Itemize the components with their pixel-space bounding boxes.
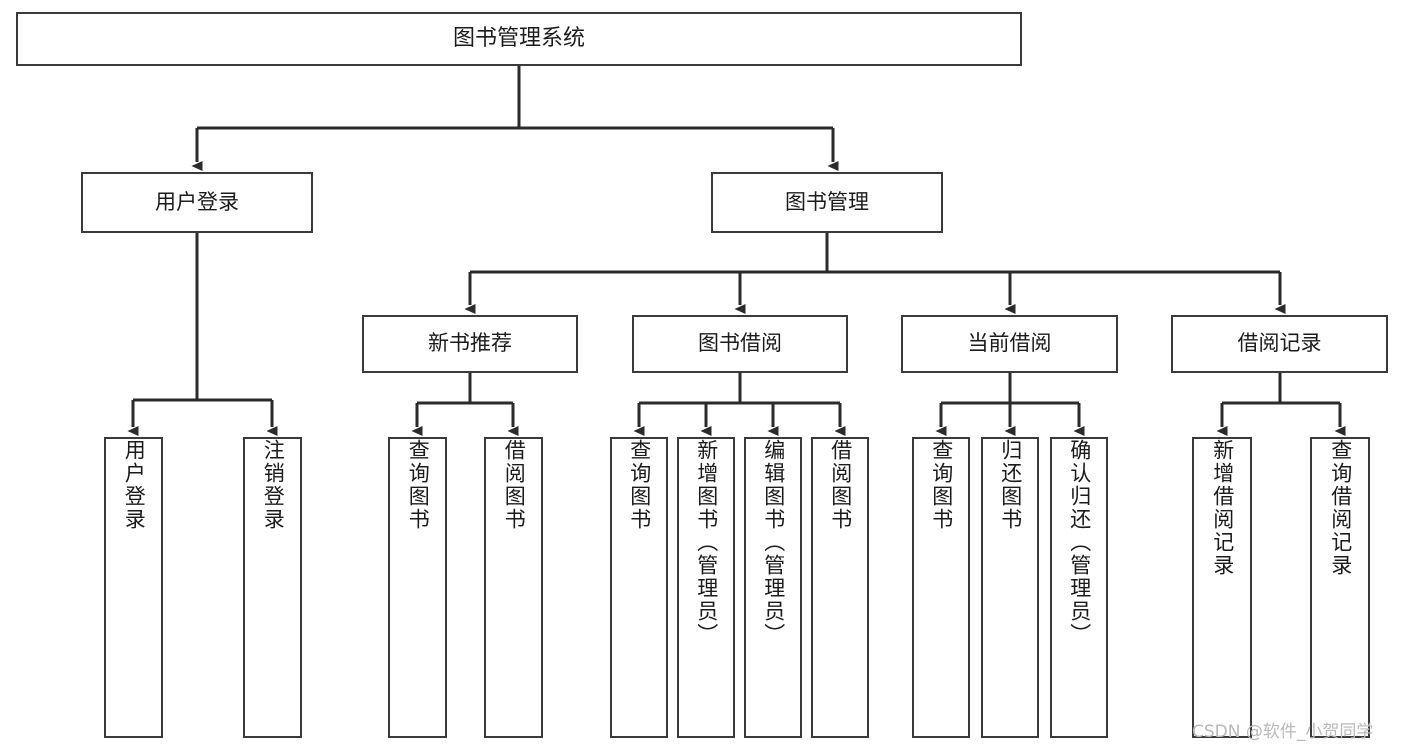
node-leaf-query-book-3-label: 查询图书 bbox=[929, 439, 954, 531]
node-leaf-query-record[interactable]: 查询借阅记录 bbox=[1310, 437, 1370, 738]
node-root-label: 图书管理系统 bbox=[452, 25, 585, 51]
node-new-book-recommend[interactable]: 新书推荐 bbox=[362, 315, 578, 373]
node-leaf-user-login[interactable]: 用户登录 bbox=[104, 437, 163, 738]
node-leaf-borrow-book-1[interactable]: 借阅图书 bbox=[484, 437, 543, 738]
node-leaf-user-login-label: 用户登录 bbox=[122, 439, 147, 531]
node-borrow-record-label: 借阅记录 bbox=[1237, 331, 1322, 356]
node-leaf-logout-label: 注销登录 bbox=[261, 439, 286, 531]
node-leaf-add-record[interactable]: 新增借阅记录 bbox=[1192, 437, 1252, 738]
node-root[interactable]: 图书管理系统 bbox=[16, 12, 1022, 66]
node-leaf-add-book[interactable]: 新增图书（管理员） bbox=[677, 437, 735, 738]
node-user-login-label: 用户登录 bbox=[155, 189, 239, 214]
node-new-book-recommend-label: 新书推荐 bbox=[428, 331, 512, 356]
node-current-borrow-label: 当前借阅 bbox=[967, 331, 1052, 356]
node-leaf-return-book-label: 归还图书 bbox=[998, 439, 1023, 531]
watermark: CSDN @软件_小贺同学 bbox=[1192, 722, 1374, 742]
node-book-borrow-label: 图书借阅 bbox=[698, 331, 782, 356]
node-leaf-edit-book-label: 编辑图书（管理员） bbox=[761, 439, 786, 646]
node-leaf-query-book-3[interactable]: 查询图书 bbox=[912, 437, 970, 738]
node-leaf-borrow-book-2-label: 借阅图书 bbox=[828, 439, 853, 531]
node-leaf-query-book-1-label: 查询图书 bbox=[406, 439, 431, 531]
node-leaf-borrow-book-1-label: 借阅图书 bbox=[502, 439, 527, 531]
node-leaf-confirm-return-label: 确认归还（管理员） bbox=[1067, 439, 1092, 646]
node-leaf-confirm-return[interactable]: 确认归还（管理员） bbox=[1050, 437, 1108, 738]
node-book-manage[interactable]: 图书管理 bbox=[711, 172, 943, 233]
node-leaf-query-record-label: 查询借阅记录 bbox=[1328, 439, 1353, 577]
node-user-login[interactable]: 用户登录 bbox=[81, 172, 313, 233]
node-book-manage-label: 图书管理 bbox=[785, 189, 869, 214]
node-leaf-edit-book[interactable]: 编辑图书（管理员） bbox=[744, 437, 802, 738]
node-leaf-query-book-2-label: 查询图书 bbox=[627, 439, 652, 531]
node-leaf-borrow-book-2[interactable]: 借阅图书 bbox=[811, 437, 869, 738]
node-book-borrow[interactable]: 图书借阅 bbox=[632, 315, 848, 373]
node-leaf-add-book-label: 新增图书（管理员） bbox=[694, 439, 719, 646]
node-leaf-return-book[interactable]: 归还图书 bbox=[981, 437, 1039, 738]
node-leaf-query-book-1[interactable]: 查询图书 bbox=[388, 437, 447, 738]
node-current-borrow[interactable]: 当前借阅 bbox=[901, 315, 1118, 373]
node-leaf-query-book-2[interactable]: 查询图书 bbox=[610, 437, 668, 738]
node-borrow-record[interactable]: 借阅记录 bbox=[1171, 315, 1388, 373]
node-leaf-add-record-label: 新增借阅记录 bbox=[1210, 439, 1235, 577]
node-leaf-logout[interactable]: 注销登录 bbox=[243, 437, 302, 738]
